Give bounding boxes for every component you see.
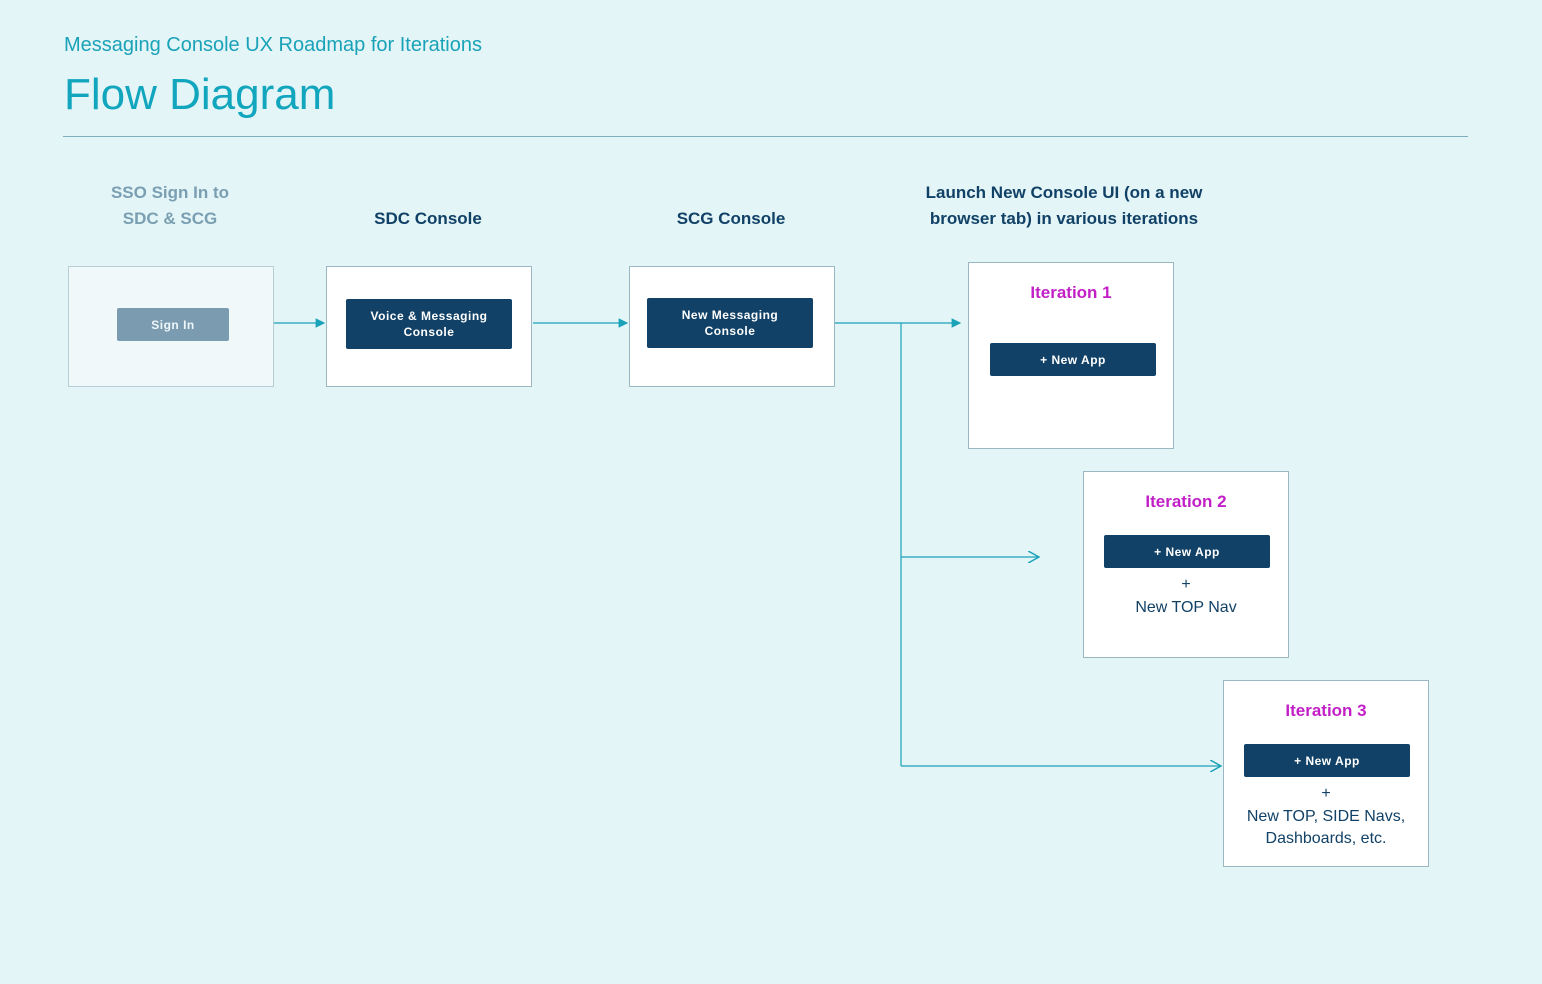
sso-heading: SSO Sign In to SDC & SCG [110, 183, 230, 228]
header-divider [63, 136, 1468, 137]
iteration-1-title: Iteration 1 [1030, 283, 1112, 302]
iteration-3-new-app-button[interactable]: + New App [1244, 744, 1410, 777]
iteration-3-plus: + [1321, 785, 1331, 802]
iteration-2-plus: + [1181, 576, 1191, 593]
voice-messaging-console-button[interactable]: Voice & Messaging Console [346, 299, 512, 349]
sdc-heading: SDC Console [374, 209, 482, 228]
iteration-2-new-app-button[interactable]: + New App [1104, 535, 1270, 568]
scg-heading: SCG Console [676, 209, 786, 228]
iteration-2-title: Iteration 2 [1145, 492, 1227, 511]
iteration-2-extra: New TOP Nav [1135, 599, 1237, 616]
page-subtitle: Messaging Console UX Roadmap for Iterati… [64, 34, 482, 56]
new-messaging-console-button[interactable]: New Messaging Console [647, 298, 813, 348]
sign-in-button[interactable]: Sign In [117, 308, 229, 341]
launch-heading: Launch New Console UI (on a new browser … [925, 183, 1203, 228]
iteration-3-extra: New TOP, SIDE Navs, Dashboards, etc. [1246, 808, 1406, 847]
iteration-3-title: Iteration 3 [1285, 701, 1367, 720]
page-title: Flow Diagram [64, 70, 336, 119]
iteration-1-new-app-button[interactable]: + New App [990, 343, 1156, 376]
